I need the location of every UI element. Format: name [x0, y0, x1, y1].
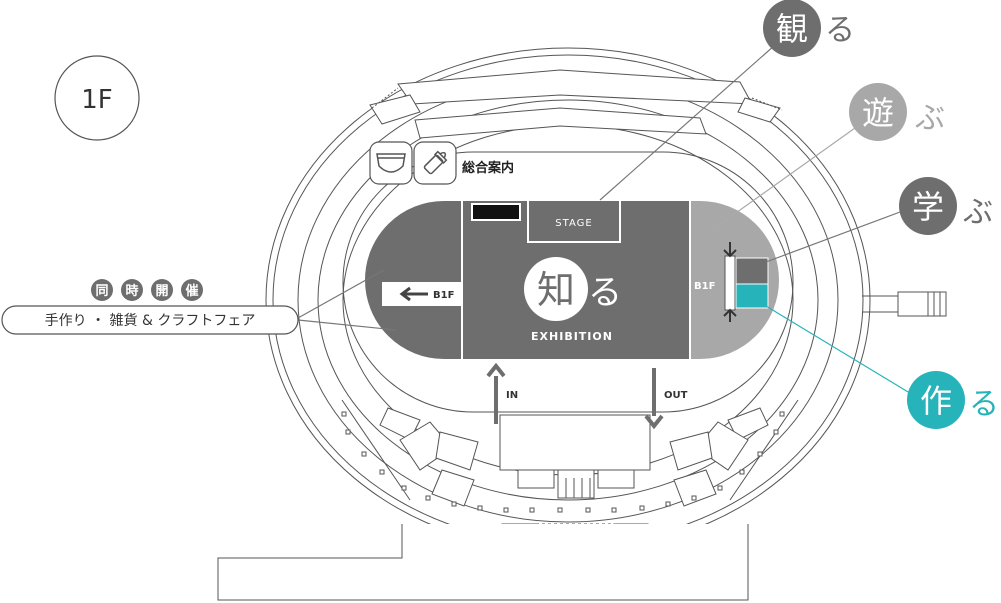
- callout-make: 作 る: [907, 371, 999, 429]
- right-stairs: [862, 291, 947, 317]
- concurrent-event: 同 時 開 催 手作り ・ 雑貨 & クラフトフェア: [1, 279, 299, 335]
- callout-learn-kanji: 学: [912, 188, 944, 226]
- out-label: OUT: [664, 390, 688, 401]
- floor-badge: 1F: [54, 55, 140, 141]
- callout-learn-kana: ぶ: [963, 195, 993, 230]
- event-tag-char-2: 時: [125, 283, 138, 299]
- entrance-structure: [217, 414, 749, 601]
- callout-learn: 学 ぶ: [899, 177, 993, 235]
- seat-dots: [341, 411, 785, 513]
- callout-watch-kana: る: [825, 13, 855, 48]
- callout-lines: [297, 44, 919, 399]
- out-arrow: OUT: [644, 368, 688, 430]
- event-tag-char-4: 催: [185, 283, 198, 299]
- callout-play-kanji: 遊: [862, 94, 894, 132]
- left-b1f-indicator: B1F: [399, 286, 454, 302]
- in-label: IN: [506, 390, 518, 401]
- right-b1f-indicator: B1F: [694, 242, 737, 322]
- upper-stand: [369, 69, 783, 139]
- event-tag-char-1: 同: [95, 284, 108, 299]
- floor-label: 1F: [81, 85, 113, 115]
- event-name: 手作り ・ 雑貨 & クラフトフェア: [45, 312, 256, 329]
- callout-play: 遊 ぶ: [849, 83, 945, 141]
- info-desk-label: 総合案内: [462, 160, 514, 176]
- lower-stands: [341, 399, 799, 507]
- callout-make-kanji: 作: [920, 382, 952, 420]
- callout-play-kana: ぶ: [915, 101, 945, 136]
- exhibition-kana: る: [588, 273, 622, 313]
- callout-watch-kanji: 観: [776, 10, 808, 48]
- event-tag-char-3: 開: [155, 284, 168, 299]
- left-b1f-label: B1F: [433, 290, 454, 301]
- exhibition-label: EXHIBITION: [531, 330, 613, 343]
- exhibition-kanji: 知: [537, 268, 575, 312]
- callout-make-kana: る: [969, 387, 999, 422]
- callout-watch: 観 る: [763, 0, 855, 57]
- in-arrow: IN: [486, 362, 518, 424]
- baby-bottle-icon: [413, 141, 457, 185]
- stage-label: STAGE: [555, 218, 592, 229]
- right-b1f-label: B1F: [694, 281, 715, 292]
- diaper-icon: [369, 141, 413, 185]
